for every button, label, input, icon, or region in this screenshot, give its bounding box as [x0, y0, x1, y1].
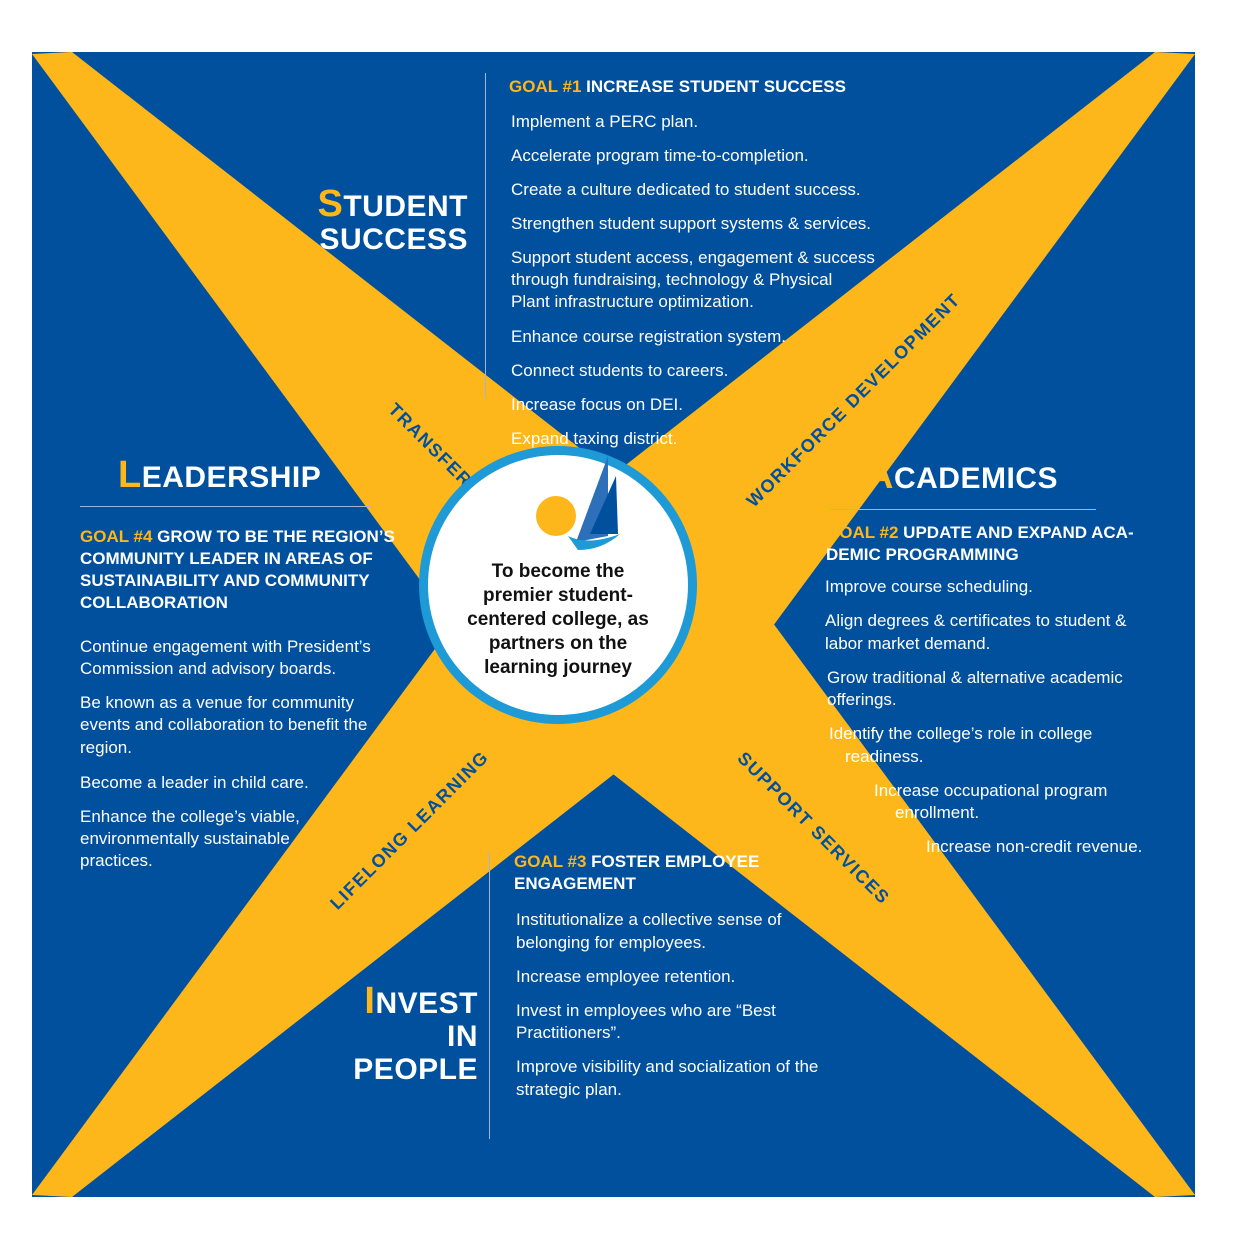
goal-1-item: Expand taxing district. [511, 429, 678, 448]
goal-2-item: Improve course scheduling. [825, 577, 1033, 596]
goal-2-item: Increase non-credit revenue. [926, 837, 1143, 856]
goal-2-item: readiness. [845, 747, 924, 766]
goal-3-item: Institutionalize a collective sense of [516, 910, 782, 929]
divider-academics [830, 509, 1096, 510]
goal-1-item: through fundraising, technology & Physic… [511, 270, 833, 289]
goal-4-item: events and collaboration to benefit the [80, 715, 368, 734]
goal-2-item: labor market demand. [825, 634, 991, 653]
area-title-leadership: LEADERSHIP [118, 454, 322, 496]
goal-2-heading: GOAL #2 UPDATE AND EXPAND ACA- DEMIC PRO… [826, 523, 1134, 564]
goal-1-item: Connect students to careers. [511, 361, 729, 380]
goal-4-item: region. [80, 738, 132, 757]
goal-1-item: Plant infrastructure optimization. [511, 292, 754, 311]
goal-4-item: Become a leader in child care. [80, 773, 309, 792]
goal-2-item: Grow traditional & alternative academic [827, 668, 1123, 687]
goal-1-heading: GOAL #1 INCREASE STUDENT SUCCESS [509, 77, 846, 96]
goal-3-item: Improve visibility and socialization of … [516, 1057, 819, 1076]
goal-4-heading: GOAL #4 GROW TO BE THE REGION’S COMMUNIT… [80, 527, 395, 612]
goal-2-item: Increase occupational program [874, 781, 1108, 800]
goal-3-heading: GOAL #3 FOSTER EMPLOYEE ENGAGEMENT [514, 852, 760, 893]
goal-4-item: Commission and advisory boards. [80, 659, 337, 678]
goal-3-item: Invest in employees who are “Best [516, 1001, 776, 1020]
goal-1-item: Accelerate program time-to-completion. [511, 146, 809, 165]
goal-1-item: Create a culture dedicated to student su… [511, 180, 861, 199]
goal-1-item: Support student access, engagement & suc… [511, 248, 875, 267]
goal-3-item: strategic plan. [516, 1080, 622, 1099]
divider-invest [489, 852, 490, 1139]
area-title-student-success: STUDENT SUCCESS [317, 183, 468, 256]
mission-circle [419, 446, 697, 724]
goal-2-item: Align degrees & certificates to student … [825, 611, 1127, 630]
sailboat-logo-icon [536, 456, 620, 550]
goal-4-item: Enhance the college’s viable, [80, 807, 300, 826]
area-title-academics: ACADEMICS [866, 455, 1058, 497]
goal-3-item: belonging for employees. [516, 933, 706, 952]
band-se [495, 497, 1195, 1197]
goal-3-item: Increase employee retention. [516, 967, 736, 986]
goal-1-item: Increase focus on DEI. [511, 395, 683, 414]
goal-1-item: Strengthen student support systems & ser… [511, 214, 872, 233]
goal-2-item: Identify the college’s role in college [829, 724, 1093, 743]
divider-student-success [485, 73, 486, 398]
goal-2-item: enrollment. [895, 803, 980, 822]
divider-leadership [80, 506, 370, 507]
goal-4-item: practices. [80, 851, 153, 870]
area-title-invest: INVEST IN PEOPLE [353, 980, 478, 1086]
goal-4-item: Be known as a venue for community [80, 693, 355, 712]
goal-2-item: offerings. [827, 690, 897, 709]
goal-1-item: Enhance course registration system. [511, 327, 786, 346]
goal-4-item: Continue engagement with President’s [80, 637, 371, 656]
mission-statement: To become the premier student-centered c… [467, 561, 649, 678]
goal-1-item: Implement a PERC plan. [511, 112, 699, 131]
goal-3-item: Practitioners”. [516, 1023, 621, 1042]
goal-4-item: environmentally sustainable [80, 829, 290, 848]
